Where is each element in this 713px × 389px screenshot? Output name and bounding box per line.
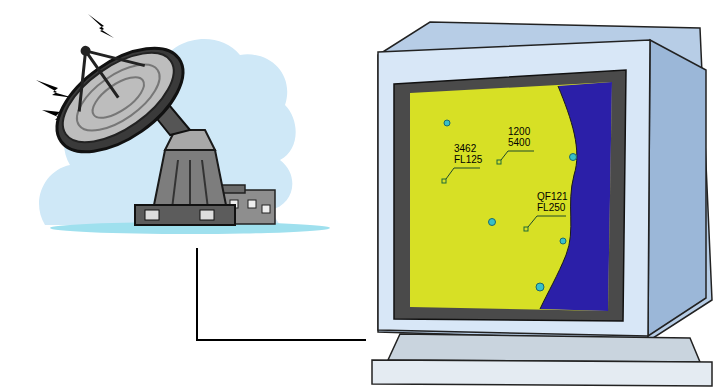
monitor-casing [378,22,712,340]
window [262,205,270,213]
monitor-stand [388,334,700,362]
aircraft-tag: 1200 5400 [508,126,530,148]
window [200,210,214,220]
screen-bezel [394,70,626,321]
window [248,200,256,208]
aircraft-blip [442,160,528,231]
window [145,210,159,220]
tower-base [135,205,235,225]
signal-bolt [36,80,74,98]
cable [197,248,366,340]
aircraft-tag: QF121 FL250 [537,191,568,213]
monitor-base [372,360,712,386]
screen-land [410,82,612,311]
site-dot [444,120,577,291]
monitor-side [648,40,706,336]
monitor-front [378,40,650,336]
signal-bolt [88,14,114,38]
aircraft-tag: 3462 FL125 [454,143,482,165]
radar-dish [24,5,201,172]
